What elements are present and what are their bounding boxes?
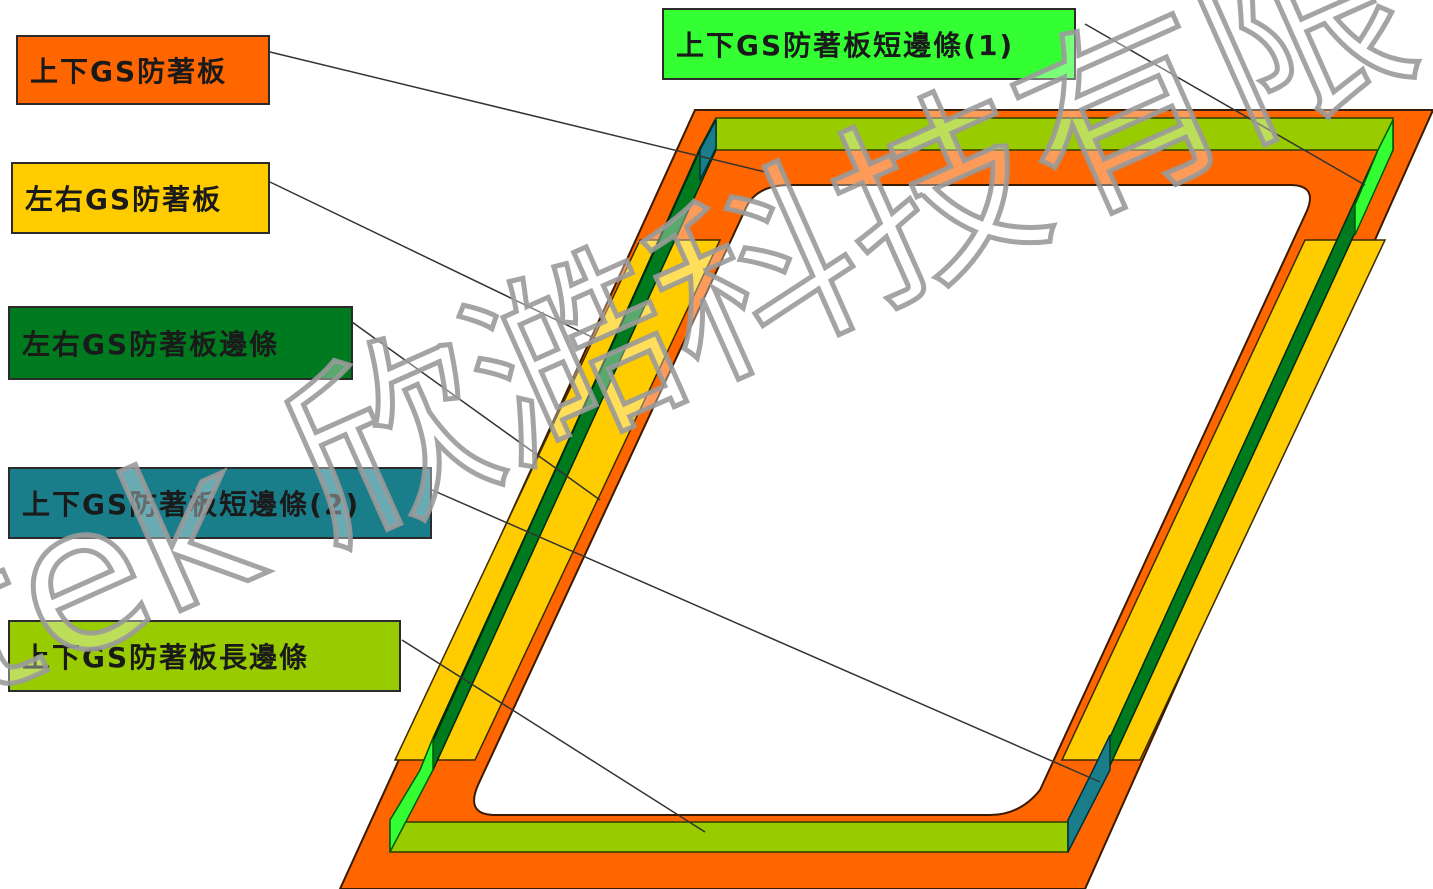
label-top-bottom-board-text: 上下GS防著板 xyxy=(30,55,228,88)
leader-line-left-right-edge xyxy=(351,321,601,501)
label-short-edge-1-text: 上下GS防著板短邊條(1) xyxy=(676,29,1015,62)
label-left-right-board: 左右GS防著板 xyxy=(11,162,270,234)
top-left-teal-short-edge xyxy=(699,119,717,181)
bottom-lime-edge xyxy=(389,821,1069,853)
left-dark-green-edge-body xyxy=(418,119,717,771)
leader-line-top-bottom-board xyxy=(269,51,766,173)
leader-line-left-right-board xyxy=(269,181,599,341)
bottom-right-teal-short-edge xyxy=(1067,734,1111,853)
label-long-edge: 上下GS防著板長邊條 xyxy=(8,620,401,692)
label-long-edge-text: 上下GS防著板長邊條 xyxy=(22,641,310,674)
label-short-edge-2-text: 上下GS防著板短邊條(2) xyxy=(22,488,361,521)
left-yellow-board xyxy=(393,239,722,761)
leader-lines xyxy=(269,23,1366,833)
label-short-edge-1: 上下GS防著板短邊條(1) xyxy=(662,8,1076,80)
right-dark-green-edge xyxy=(1093,119,1394,771)
top-lime-edge xyxy=(715,117,1394,151)
top-right-bright-green-short-edge xyxy=(1354,119,1394,236)
orange-frame xyxy=(338,109,1433,889)
leader-line-short-edge-1 xyxy=(1084,23,1366,186)
label-left-right-edge: 左右GS防著板邊條 xyxy=(8,306,353,380)
bottom-left-bright-green-short-edge xyxy=(389,737,434,853)
leader-line-short-edge-2 xyxy=(431,489,1101,783)
label-left-right-board-text: 左右GS防著板 xyxy=(25,183,223,216)
leader-line-long-edge xyxy=(401,639,706,833)
label-left-right-edge-text: 左右GS防著板邊條 xyxy=(22,328,280,361)
label-top-bottom-board: 上下GS防著板 xyxy=(16,35,270,105)
label-short-edge-2: 上下GS防著板短邊條(2) xyxy=(8,467,432,539)
